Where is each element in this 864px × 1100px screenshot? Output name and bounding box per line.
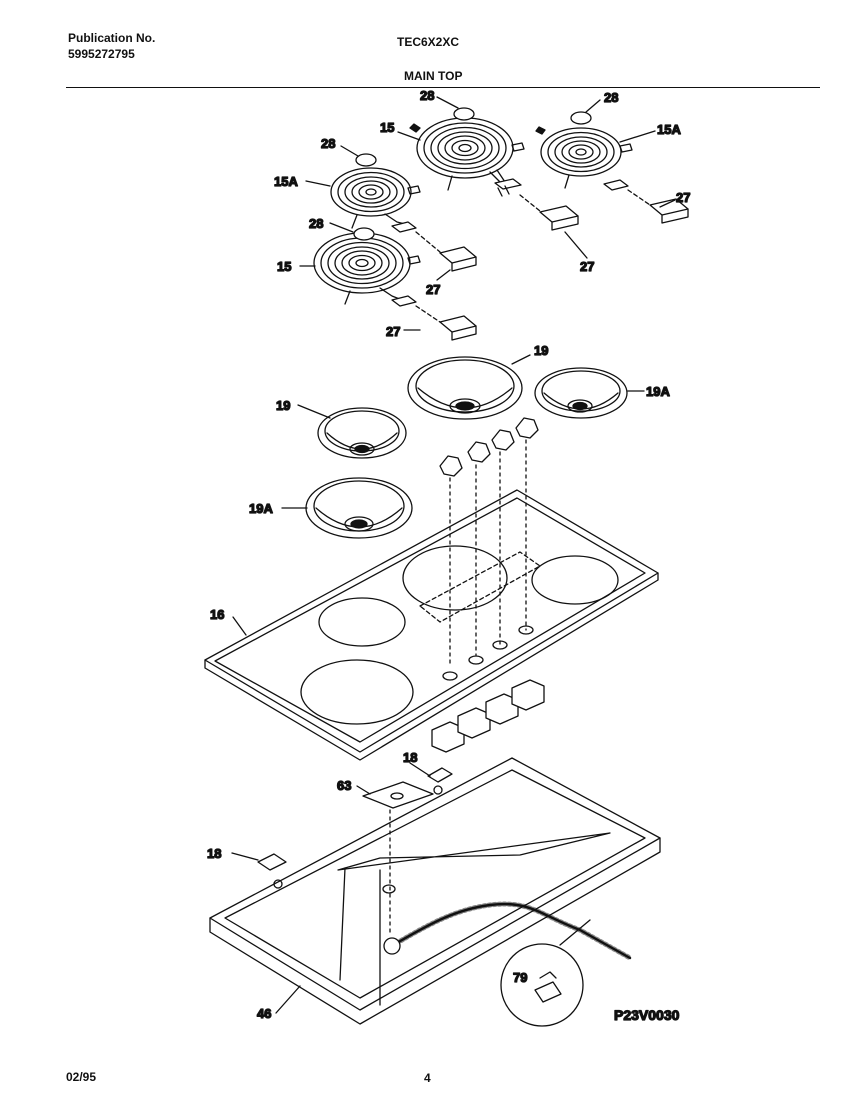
callout-28: 28: [420, 88, 434, 103]
infinite-switches: [431, 679, 545, 753]
trim-ring-28-rear-large: [453, 107, 475, 121]
callout-19a: 19A: [646, 384, 670, 399]
control-knob-shafts: [439, 417, 539, 666]
callout-18: 18: [207, 846, 221, 861]
drip-bowl-19-front: [317, 407, 407, 459]
header-rule: [66, 87, 820, 88]
trim-ring-28-rear-small: [570, 111, 592, 125]
drip-bowl-19-rear: [407, 356, 523, 420]
callout-15: 15: [380, 120, 394, 135]
drip-bowl-19A-front: [305, 477, 413, 539]
receptacle-27-c: [391, 221, 477, 272]
publication-label: Publication No.: [68, 31, 156, 45]
callout-19a: 19A: [249, 501, 273, 516]
receptacle-27-b: [603, 179, 689, 224]
publication-number: 5995272795: [68, 47, 135, 61]
callout-18: 18: [403, 750, 417, 765]
callout-46: 46: [257, 1006, 271, 1021]
callout-27: 27: [676, 190, 690, 205]
callout-28: 28: [604, 90, 618, 105]
surface-element-large-front: [313, 232, 421, 305]
model-number: TEC6X2XC: [397, 35, 460, 49]
receptacle-27-d: [391, 295, 477, 341]
callout-15a: 15A: [657, 122, 681, 137]
callout-28: 28: [321, 136, 335, 151]
callout-27: 27: [580, 259, 594, 274]
detail-clip-79: [500, 919, 591, 1027]
trim-ring-28-front-small: [355, 153, 377, 167]
surface-element-small-rear: [535, 126, 633, 189]
mounting-bracket-18-right: [427, 767, 453, 795]
callout-15a: 15A: [274, 174, 298, 189]
callout-19: 19: [534, 343, 548, 358]
cooktop-glass-top-16: [204, 489, 659, 761]
callout-63: 63: [337, 778, 351, 793]
main-top-pan-46: [209, 757, 661, 1025]
wire-harness: [383, 901, 633, 961]
mounting-bracket-18-left: [257, 853, 287, 889]
drip-bowl-19A-rear: [534, 367, 628, 419]
callout-16: 16: [210, 607, 224, 622]
callout-27: 27: [386, 324, 400, 339]
trim-ring-28-front-large: [353, 227, 375, 241]
drawing-id: P23V0030: [614, 1007, 680, 1023]
callout-27: 27: [426, 282, 440, 297]
surface-element-large-rear: [409, 117, 525, 191]
receptacle-27-a: [494, 178, 579, 231]
callout-19: 19: [276, 398, 290, 413]
footer-page-number: 4: [424, 1071, 431, 1085]
callout-28: 28: [309, 216, 323, 231]
footer-date: 02/95: [66, 1070, 97, 1084]
callout-15: 15: [277, 259, 291, 274]
section-title: MAIN TOP: [404, 69, 463, 83]
callout-leader-lines: [231, 96, 676, 1014]
surface-element-small-front: [330, 167, 421, 229]
callout-79: 79: [513, 970, 527, 985]
mounting-plate-63: [362, 781, 434, 936]
